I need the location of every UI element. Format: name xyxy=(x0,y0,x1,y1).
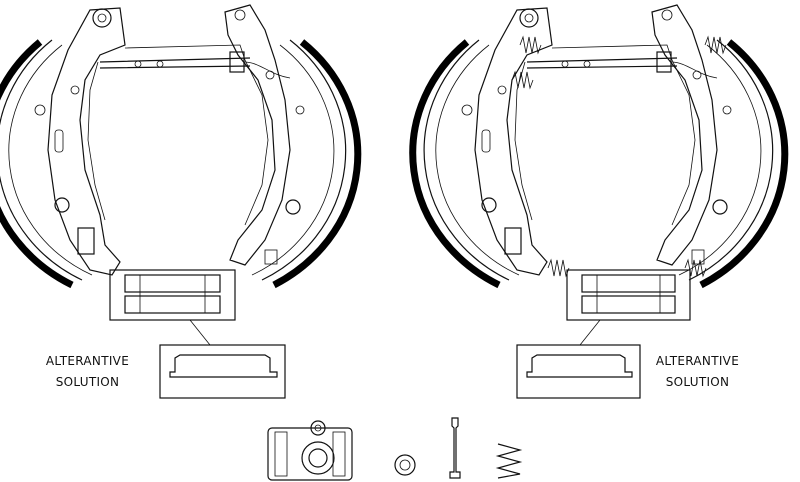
alternative-solution-label-left: ALTERANTIVE SOLUTION xyxy=(30,351,145,393)
wheel-cylinder-detail-right xyxy=(566,269,691,346)
wheel-cylinder-detail-left xyxy=(109,269,236,346)
hold-down-spring xyxy=(495,443,523,479)
alternative-part-left xyxy=(159,344,286,399)
brake-shoe-assembly-left xyxy=(0,5,358,285)
hold-down-pin xyxy=(449,417,461,479)
wheel-cylinder xyxy=(267,420,353,481)
brake-shoe-assembly-right xyxy=(413,5,785,285)
washer xyxy=(394,454,416,476)
label-line-1: ALTERANTIVE xyxy=(655,354,740,368)
alternative-solution-label-right: ALTERANTIVE SOLUTION xyxy=(640,351,755,393)
alternative-part-right xyxy=(516,344,641,399)
label-line-1: ALTERANTIVE xyxy=(45,354,130,368)
label-line-2: SOLUTION xyxy=(55,375,120,389)
label-line-2: SOLUTION xyxy=(665,375,730,389)
